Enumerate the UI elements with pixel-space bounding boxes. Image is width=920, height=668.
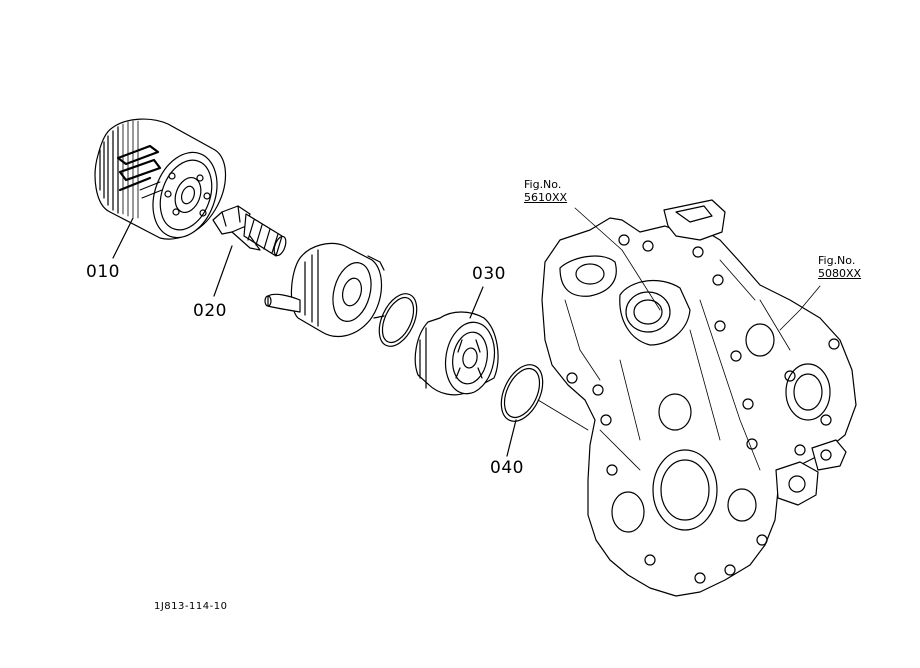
callout-010: 010 bbox=[86, 262, 120, 282]
oil-cooler bbox=[264, 242, 385, 338]
gear-case-ribs bbox=[564, 259, 791, 471]
callout-020: 020 bbox=[193, 301, 227, 321]
leader-030 bbox=[469, 286, 484, 319]
figure-reference-number[interactable]: 5610XX bbox=[524, 191, 568, 204]
figref-leader-5610 bbox=[574, 207, 661, 311]
leader-010 bbox=[112, 217, 134, 259]
callout-040: 040 bbox=[490, 458, 524, 478]
figref-leader-5080 bbox=[779, 285, 821, 331]
figure-reference-label: Fig.No. bbox=[818, 254, 856, 267]
oil-filter-cartridge bbox=[94, 118, 227, 240]
callout-030: 030 bbox=[472, 264, 506, 284]
drawing-number: 1J813-114-10 bbox=[154, 601, 228, 612]
gear-case-bolt-holes bbox=[566, 234, 840, 584]
hollow-bolt bbox=[212, 205, 287, 257]
cooler-element bbox=[414, 311, 499, 396]
figure-reference-5610[interactable]: Fig.No. 5610XX bbox=[524, 178, 567, 204]
assembly-line bbox=[537, 399, 589, 431]
figure-reference-number[interactable]: 5080XX bbox=[818, 267, 862, 280]
gear-case bbox=[541, 199, 857, 597]
figure-reference-5080[interactable]: Fig.No. 5080XX bbox=[818, 254, 861, 280]
o-ring-small bbox=[378, 293, 418, 347]
leader-020 bbox=[213, 245, 233, 297]
leader-040 bbox=[506, 419, 517, 457]
o-ring-040 bbox=[500, 364, 544, 422]
figure-reference-label: Fig.No. bbox=[524, 178, 562, 191]
